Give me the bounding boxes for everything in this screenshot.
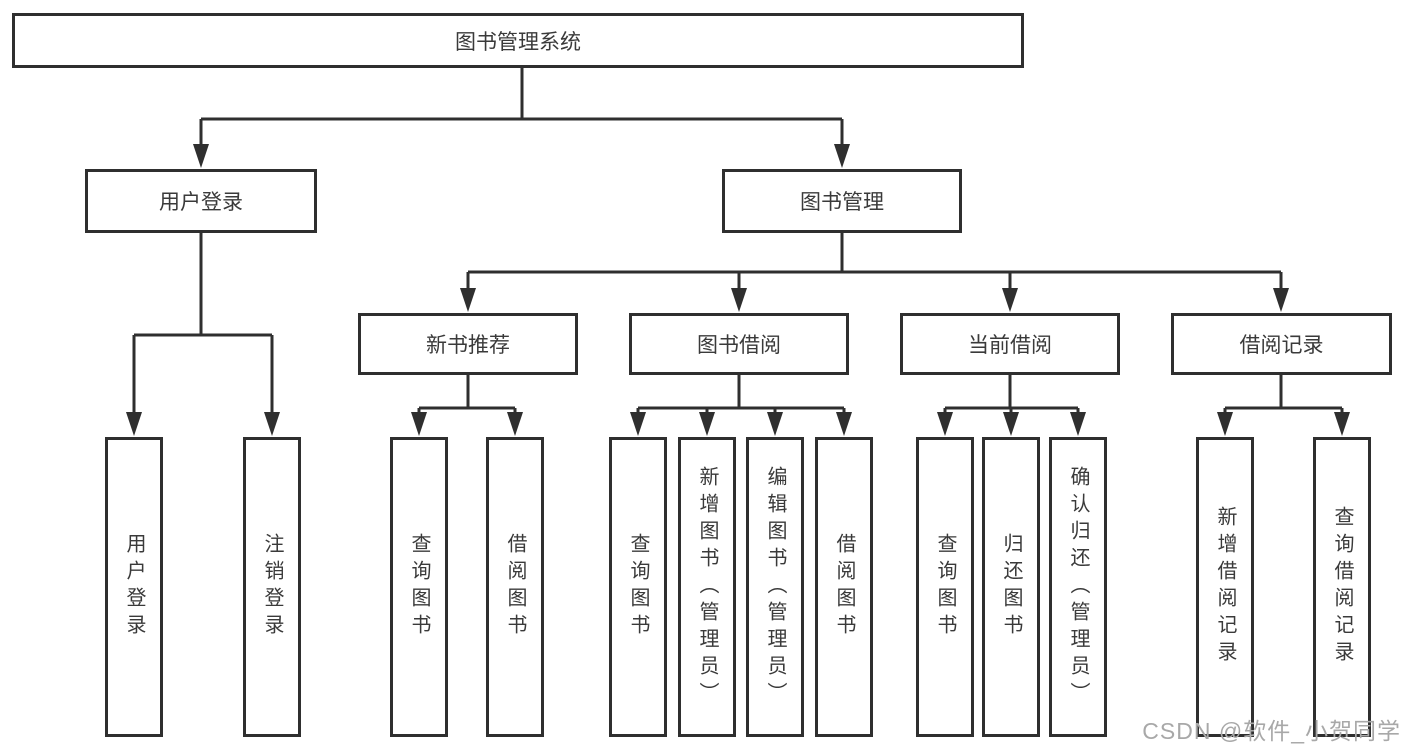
- node-current-borrow: 当前借阅: [900, 313, 1120, 375]
- arrowheads-book-borrow-to-leaves: [630, 412, 852, 436]
- leaf-logout-label: 注销登录: [261, 533, 283, 641]
- connector-book-borrow-to-leaves: [636, 375, 846, 414]
- connector-current-borrow-to-leaves: [943, 375, 1080, 414]
- leaf-borrow-query-books: 查询图书: [609, 437, 667, 737]
- leaf-current-confirm-return-admin: 确认归还（管理员）: [1049, 437, 1107, 737]
- leaf-current-return-books: 归还图书: [982, 437, 1040, 737]
- leaf-logout: 注销登录: [243, 437, 301, 737]
- leaf-recommend-borrow-books-label: 借阅图书: [504, 533, 526, 641]
- leaf-recommend-query-books-label: 查询图书: [408, 533, 430, 641]
- node-borrow-records-label: 借阅记录: [1239, 334, 1324, 357]
- arrowheads-new-book-recommend-to-leaves: [411, 412, 523, 436]
- leaf-borrow-borrow-books-label: 借阅图书: [833, 533, 855, 641]
- leaf-recommend-query-books: 查询图书: [390, 437, 448, 737]
- connector-new-book-recommend-to-leaves: [417, 375, 517, 414]
- node-book-management: 图书管理: [722, 169, 962, 233]
- leaf-borrow-borrow-books: 借阅图书: [815, 437, 873, 737]
- leaf-recommend-borrow-books: 借阅图书: [486, 437, 544, 737]
- node-new-book-recommend: 新书推荐: [358, 313, 578, 375]
- leaf-borrow-add-books-admin: 新增图书（管理员）: [678, 437, 736, 737]
- arrowheads-user-login-to-leaves: [126, 412, 280, 436]
- node-book-borrow: 图书借阅: [629, 313, 849, 375]
- leaf-borrow-edit-books-admin-label: 编辑图书（管理员）: [764, 465, 786, 709]
- node-system-root-label: 图书管理系统: [455, 30, 581, 54]
- connector-user-login-to-leaves: [132, 233, 274, 414]
- leaf-user-login: 用户登录: [105, 437, 163, 737]
- connector-root-to-level2: [199, 68, 844, 147]
- node-book-management-label: 图书管理: [800, 191, 884, 214]
- csdn-watermark: CSDN @软件_小贺同学: [1142, 718, 1401, 744]
- arrowheads-borrow-records-to-leaves: [1217, 412, 1350, 436]
- node-user-login-label: 用户登录: [159, 191, 243, 214]
- leaf-borrow-edit-books-admin: 编辑图书（管理员）: [746, 437, 804, 737]
- arrowheads-current-borrow-to-leaves: [937, 412, 1086, 436]
- leaf-records-query-record-label: 查询借阅记录: [1331, 506, 1353, 668]
- node-new-book-recommend-label: 新书推荐: [426, 334, 510, 357]
- node-system-root: 图书管理系统: [12, 13, 1024, 68]
- leaf-current-confirm-return-admin-label: 确认归还（管理员）: [1067, 465, 1089, 709]
- arrowheads-book-management-to-modules: [460, 288, 1289, 312]
- node-user-login: 用户登录: [85, 169, 317, 233]
- leaf-user-login-label: 用户登录: [123, 533, 145, 641]
- node-current-borrow-label: 当前借阅: [968, 334, 1052, 357]
- leaf-borrow-query-books-label: 查询图书: [627, 533, 649, 641]
- connector-borrow-records-to-leaves: [1223, 375, 1344, 414]
- leaf-records-query-record: 查询借阅记录: [1313, 437, 1371, 737]
- leaf-records-add-record: 新增借阅记录: [1196, 437, 1254, 737]
- leaf-current-query-books: 查询图书: [916, 437, 974, 737]
- leaf-records-add-record-label: 新增借阅记录: [1214, 506, 1236, 668]
- leaf-current-query-books-label: 查询图书: [934, 533, 956, 641]
- node-borrow-records: 借阅记录: [1171, 313, 1392, 375]
- arrowheads-root-to-level2: [193, 144, 850, 168]
- leaf-borrow-add-books-admin-label: 新增图书（管理员）: [696, 465, 718, 709]
- node-book-borrow-label: 图书借阅: [697, 334, 781, 357]
- leaf-current-return-books-label: 归还图书: [1000, 533, 1022, 641]
- connector-book-management-to-modules: [466, 233, 1283, 290]
